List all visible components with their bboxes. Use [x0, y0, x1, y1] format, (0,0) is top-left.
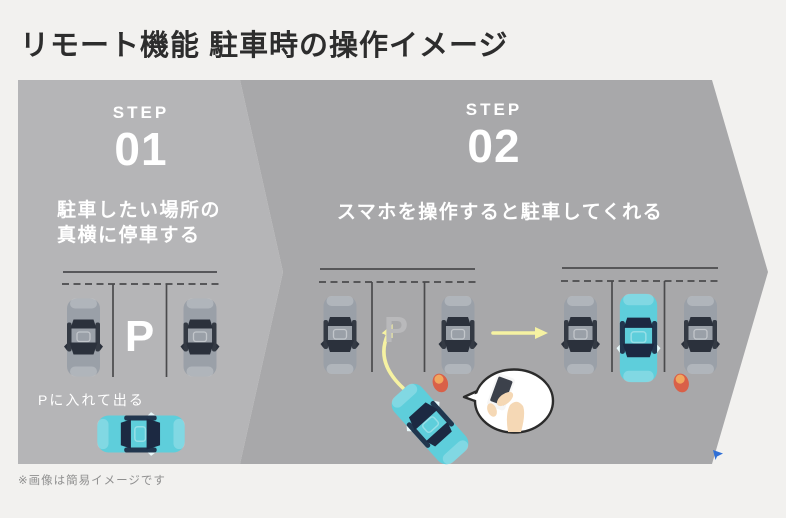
step-01-description-line-1: 駐車したい場所の	[57, 200, 222, 221]
parking-sign: P	[124, 312, 155, 361]
step-02-label: STEP	[465, 100, 523, 119]
step-01-description: 駐車したい場所の 真横に停車する	[57, 198, 221, 248]
parking-sign-faded: P	[383, 309, 409, 350]
parked-car-icon	[561, 296, 600, 374]
remote-car-icon	[616, 293, 661, 383]
parked-car-icon	[180, 298, 220, 377]
scene-step-01	[62, 271, 222, 456]
parked-car-icon	[681, 296, 720, 374]
scene-step-02-before	[319, 268, 555, 472]
step-02-number: 02	[467, 120, 521, 172]
cursor-icon	[713, 450, 723, 460]
parked-car-icon	[64, 298, 103, 377]
scene-step-02-after	[561, 267, 723, 460]
page-title: リモート機能 駐車時の操作イメージ	[20, 30, 509, 62]
driver-icon	[430, 371, 451, 395]
footnote: ※画像は簡易イメージです	[18, 475, 166, 487]
step-01-label: STEP	[112, 103, 170, 122]
curved-arrow-icon	[381, 324, 405, 390]
speech-bubble	[462, 368, 555, 434]
hands-icon	[487, 391, 525, 432]
driver-icon	[671, 371, 691, 395]
parked-car-icon	[320, 296, 360, 374]
parked-car-icon	[438, 296, 478, 374]
step-01-annotation: Pに入れて出る	[38, 392, 145, 408]
smartphone-icon	[487, 373, 515, 411]
step-02-description: スマホを操作すると駐車してくれる	[336, 202, 664, 223]
step-01-description-line-2: 真横に停車する	[57, 225, 201, 246]
step-01-number: 01	[114, 123, 168, 175]
remote-car-icon	[97, 412, 185, 456]
remote-car-icon	[384, 376, 476, 472]
